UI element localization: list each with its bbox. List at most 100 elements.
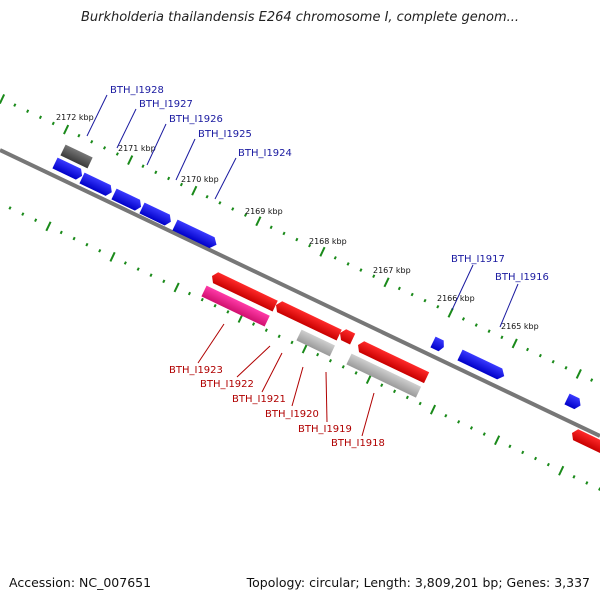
minor-tick bbox=[167, 176, 171, 181]
gene-label[interactable]: BTH_I1919 bbox=[298, 424, 352, 435]
gene-BTH_I1916[interactable] bbox=[564, 393, 583, 411]
forward-genes bbox=[52, 144, 583, 411]
gene-label[interactable]: BTH_I1920 bbox=[265, 409, 319, 420]
minor-tick bbox=[26, 109, 30, 114]
reverse-gene-labels: BTH_I1923 BTH_I1922 BTH_I1921 BTH_I1920 … bbox=[169, 323, 385, 449]
minor-tick bbox=[482, 432, 486, 436]
minor-tick bbox=[585, 481, 589, 485]
minor-tick bbox=[328, 358, 333, 363]
minor-tick bbox=[461, 317, 466, 321]
minor-tick bbox=[551, 359, 555, 364]
minor-tick bbox=[564, 366, 568, 370]
gene-label[interactable]: BTH_I1925 bbox=[198, 129, 252, 140]
gene-BTH_I1921[interactable] bbox=[273, 300, 342, 341]
minor-tick bbox=[508, 444, 512, 449]
scale-label: 2165 kbp bbox=[501, 322, 539, 331]
minor-tick bbox=[341, 365, 345, 369]
gene-BTH_I1926[interactable] bbox=[111, 188, 143, 213]
major-tick bbox=[0, 94, 6, 104]
gene-BTH_I1917[interactable] bbox=[457, 349, 506, 382]
gene-label[interactable]: BTH_I1921 bbox=[232, 394, 286, 405]
gene-small-red[interactable] bbox=[337, 328, 356, 345]
minor-tick bbox=[418, 401, 422, 406]
minor-tick bbox=[333, 256, 337, 260]
minor-tick bbox=[397, 286, 401, 291]
major-tick bbox=[45, 221, 52, 232]
major-tick bbox=[494, 435, 501, 446]
upper-tick-track bbox=[0, 94, 594, 382]
minor-tick bbox=[487, 329, 491, 333]
gene-label[interactable]: BTH_I1924 bbox=[238, 148, 292, 159]
minor-tick bbox=[572, 475, 576, 479]
gene-label[interactable]: BTH_I1928 bbox=[110, 85, 164, 96]
forward-gene-labels: BTH_I1928 BTH_I1927 BTH_I1926 BTH_I1925 … bbox=[86, 85, 549, 328]
gene-label[interactable]: BTH_I1922 bbox=[200, 379, 254, 390]
minor-tick bbox=[521, 450, 525, 455]
gene-BTH_I1928[interactable] bbox=[60, 144, 93, 169]
minor-tick bbox=[546, 462, 550, 467]
minor-tick bbox=[277, 334, 281, 339]
minor-tick bbox=[243, 213, 248, 217]
minor-tick bbox=[72, 236, 76, 241]
minor-tick bbox=[444, 413, 448, 418]
lower-tick-track bbox=[8, 206, 600, 491]
minor-tick bbox=[90, 139, 94, 144]
gene-label[interactable]: BTH_I1918 bbox=[331, 438, 385, 449]
minor-tick bbox=[436, 304, 440, 309]
chromosome-backbone bbox=[0, 148, 600, 438]
minor-tick bbox=[85, 242, 89, 247]
minor-tick bbox=[34, 218, 38, 223]
gene-label[interactable]: BTH_I1923 bbox=[169, 365, 223, 376]
minor-tick bbox=[526, 347, 530, 352]
minor-tick bbox=[346, 262, 350, 266]
major-tick bbox=[558, 465, 565, 476]
minor-tick bbox=[98, 248, 102, 253]
minor-tick bbox=[115, 152, 119, 156]
minor-tick bbox=[102, 146, 107, 150]
gene-BTH_I1924[interactable] bbox=[172, 219, 219, 251]
minor-tick bbox=[205, 194, 209, 199]
minor-tick bbox=[264, 328, 268, 332]
minor-tick bbox=[469, 426, 474, 430]
minor-tick bbox=[136, 267, 140, 271]
gene-small-blue[interactable] bbox=[430, 336, 446, 353]
major-tick bbox=[575, 369, 582, 379]
gene-edge-red[interactable] bbox=[569, 428, 600, 456]
gene-label[interactable]: BTH_I1917 bbox=[451, 254, 505, 265]
minor-tick bbox=[534, 456, 538, 461]
minor-tick bbox=[474, 323, 478, 327]
major-tick bbox=[173, 282, 180, 293]
major-tick bbox=[255, 216, 262, 227]
scale-label: 2167 kbp bbox=[373, 266, 411, 275]
genome-summary: Topology: circular; Length: 3,809,201 bp… bbox=[246, 575, 590, 590]
major-tick bbox=[109, 251, 116, 262]
gene-BTH_I1928-arrow[interactable] bbox=[52, 157, 84, 182]
scale-label: 2168 kbp bbox=[309, 237, 347, 246]
gene-BTH_I1927[interactable] bbox=[79, 172, 114, 198]
gene-BTH_I1923[interactable] bbox=[201, 285, 270, 327]
minor-tick bbox=[231, 207, 235, 211]
major-tick bbox=[301, 343, 308, 354]
scale-label: 2171 kbp bbox=[118, 144, 156, 153]
minor-tick bbox=[290, 340, 294, 345]
gene-BTH_I1925[interactable] bbox=[139, 202, 173, 228]
minor-tick bbox=[149, 273, 153, 277]
gene-BTH_I1920[interactable] bbox=[296, 329, 335, 357]
minor-tick bbox=[354, 371, 358, 375]
scale-label: 2166 kbp bbox=[437, 294, 475, 303]
minor-tick bbox=[380, 383, 384, 387]
minor-tick bbox=[500, 335, 504, 340]
minor-tick bbox=[590, 378, 594, 382]
gene-label[interactable]: BTH_I1927 bbox=[139, 99, 193, 110]
minor-tick bbox=[251, 322, 256, 326]
gene-BTH_I1918-red[interactable] bbox=[355, 340, 430, 384]
gene-label[interactable]: BTH_I1916 bbox=[495, 272, 549, 283]
minor-tick bbox=[405, 395, 409, 400]
major-tick bbox=[511, 338, 518, 349]
minor-tick bbox=[162, 279, 166, 284]
minor-tick bbox=[179, 182, 184, 187]
gene-BTH_I1922[interactable] bbox=[209, 271, 278, 312]
gene-BTH_I1919[interactable] bbox=[346, 353, 422, 398]
gene-label[interactable]: BTH_I1926 bbox=[169, 114, 223, 125]
